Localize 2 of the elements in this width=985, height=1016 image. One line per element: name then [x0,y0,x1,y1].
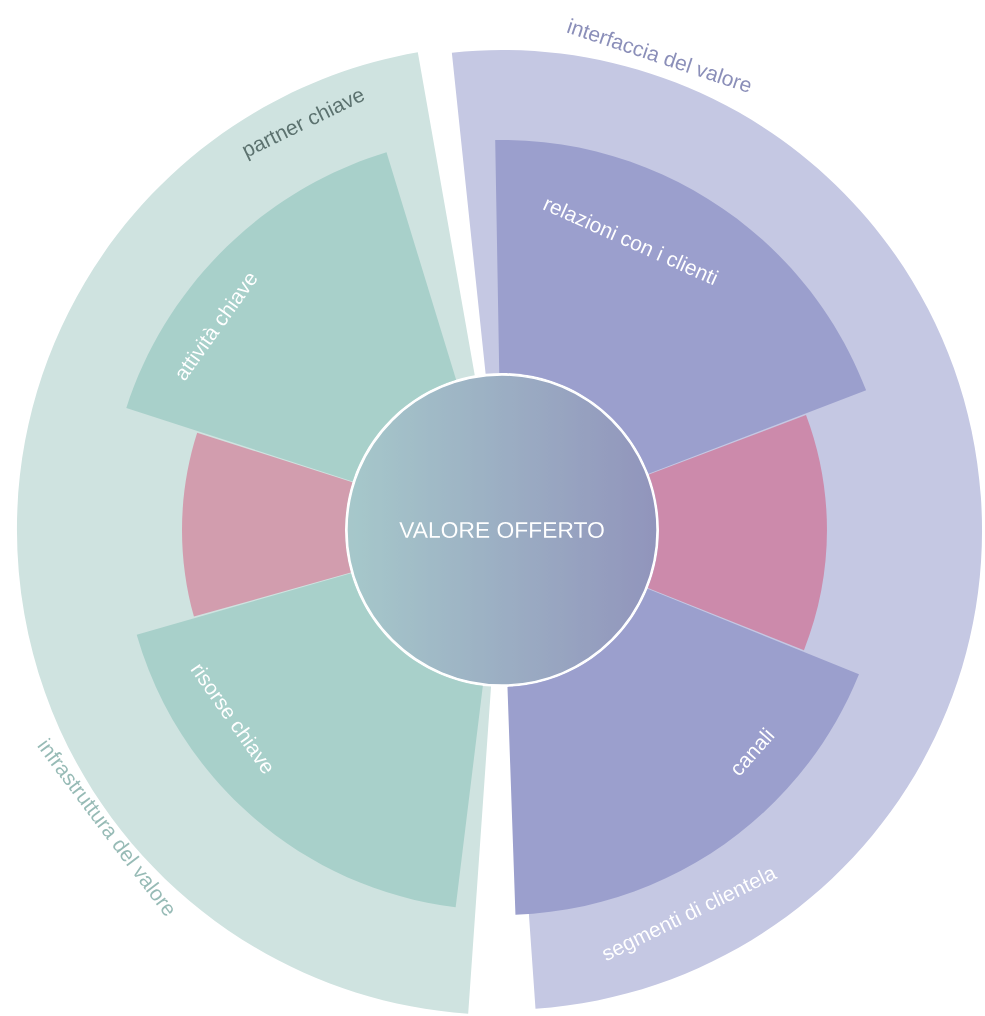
sector [647,415,827,651]
sector [182,432,353,617]
